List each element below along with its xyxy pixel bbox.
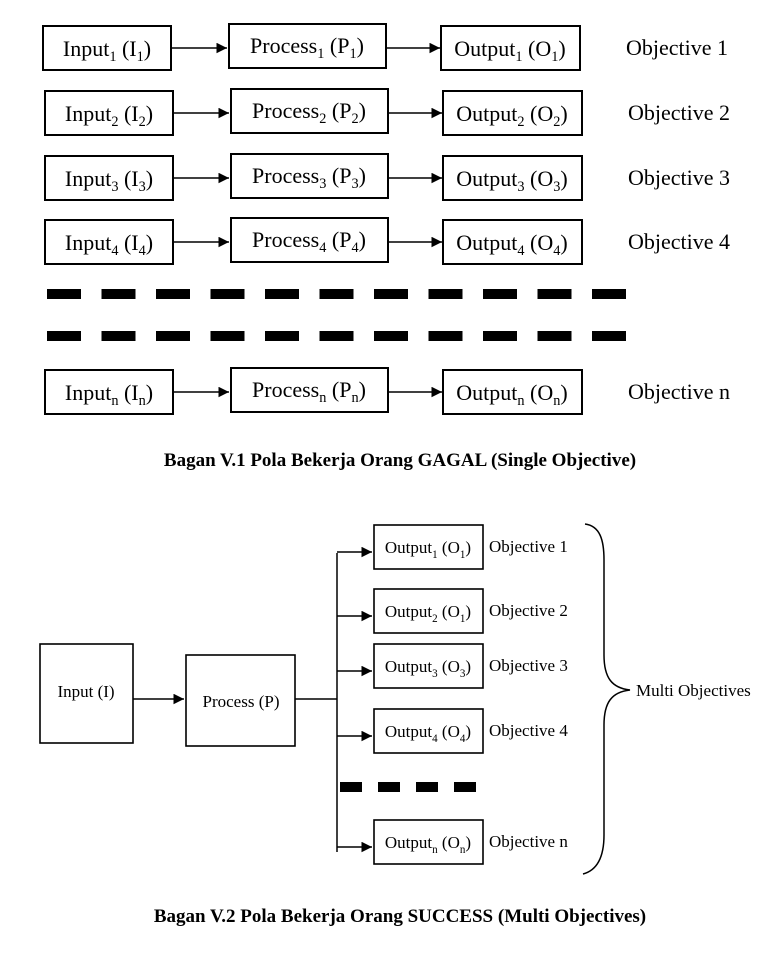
output-label: Output1 (O1) — [385, 538, 471, 561]
objectives-brace — [582, 523, 631, 875]
dashed-separator — [340, 782, 476, 792]
dash-mark — [416, 782, 438, 792]
output-label: Output2 (O2) — [456, 101, 567, 130]
output-box — [442, 369, 583, 415]
process-label: Process4 (P4) — [252, 227, 366, 256]
flow-row-3: Input3 (I3) Process3 (P3) Output3 (O3) Obje… — [44, 153, 730, 201]
input-label: Input1 (I1) — [63, 36, 151, 65]
dash-mark — [319, 331, 354, 341]
input-box — [39, 643, 134, 744]
dash-mark — [340, 782, 362, 792]
dash-mark — [592, 289, 626, 299]
dash-mark — [454, 782, 476, 792]
output-branch-n: Outputn (On) Objective n — [337, 819, 568, 865]
process-label: Process3 (P3) — [252, 163, 366, 192]
input-label: Input3 (I3) — [65, 166, 153, 195]
flow-row-2: Input2 (I2) Process2 (P2) Output2 (O2) Obje… — [44, 88, 730, 136]
dash-mark — [374, 289, 408, 299]
dash-mark — [101, 289, 136, 299]
output-branch-3: Output3 (O3) Objective 3 — [337, 643, 568, 689]
dash-mark — [210, 289, 245, 299]
output-branch-2: Output2 (O1) Objective 2 — [337, 588, 568, 634]
input-box — [44, 90, 174, 136]
output-label: Outputn (On) — [385, 833, 471, 856]
dash-mark — [156, 289, 190, 299]
dash-mark — [592, 331, 626, 341]
flow-row-4: Input4 (I4) Process4 (P4) Output4 (O4) Obje… — [44, 217, 730, 265]
objective-label: Objective 1 — [489, 537, 568, 556]
objective-label: Objective 2 — [628, 100, 730, 125]
output-branch-1: Output1 (O1) Objective 1 — [337, 524, 568, 570]
process-label: Processn (Pn) — [252, 377, 366, 406]
objective-label: Objective 4 — [628, 229, 730, 254]
dash-mark — [319, 289, 354, 299]
output-label: Outputn (On) — [456, 380, 567, 409]
output-label: Output3 (O3) — [385, 657, 471, 680]
process-box — [230, 217, 389, 263]
flow-row-1: Input1 (I1) Process1 (P1) Output1 (O1) Obje… — [42, 23, 728, 71]
diagram-multi-objectives: Input (I) Process (P) Output1 (O1) Objectiv… — [39, 523, 751, 927]
diagram-single-objective: Input1 (I1) Process1 (P1) Output1 (O1) Obje… — [42, 23, 730, 471]
input-label: Input2 (I2) — [65, 101, 153, 130]
dash-mark — [265, 331, 299, 341]
output-box — [373, 588, 484, 634]
input-box — [42, 25, 172, 71]
process-box — [228, 23, 387, 69]
output-box — [373, 819, 484, 865]
objective-label: Objective 3 — [489, 656, 568, 675]
dash-mark — [537, 289, 572, 299]
process-box — [230, 88, 389, 134]
objective-label: Objective 2 — [489, 601, 568, 620]
input-label: Input4 (I4) — [65, 230, 153, 259]
caption-diagram-1: Bagan V.1 Pola Bekerja Orang GAGAL (Sing… — [164, 450, 636, 471]
input-box — [44, 219, 174, 265]
output-label: Output3 (O3) — [456, 166, 567, 195]
dash-mark — [428, 331, 463, 341]
process-box — [185, 654, 296, 747]
dash-mark — [47, 331, 81, 341]
process-label: Process2 (P2) — [252, 98, 366, 127]
objective-label: Objective 1 — [626, 35, 728, 60]
process-label: Process1 (P1) — [250, 33, 364, 62]
dash-mark — [428, 289, 463, 299]
objective-label: Objective 4 — [489, 721, 568, 740]
output-box — [442, 90, 583, 136]
input-label: Input (I) — [57, 682, 114, 701]
output-label: Output4 (O4) — [456, 230, 567, 259]
caption-diagram-2: Bagan V.2 Pola Bekerja Orang SUCCESS (Mu… — [154, 906, 646, 927]
output-box — [440, 25, 581, 71]
input-box — [44, 369, 174, 415]
output-label: Output1 (O1) — [454, 36, 565, 65]
output-box — [373, 708, 484, 754]
process-label: Process (P) — [203, 692, 280, 711]
input-label: Inputn (In) — [65, 380, 153, 409]
dash-mark — [378, 782, 400, 792]
dash-mark — [156, 331, 190, 341]
dash-mark — [210, 331, 245, 341]
dash-mark — [483, 289, 517, 299]
multi-objectives-label: Multi Objectives — [636, 681, 751, 700]
output-label: Output2 (O1) — [385, 602, 471, 625]
objective-label: Objective 3 — [628, 165, 730, 190]
dashed-separator — [47, 289, 626, 299]
flow-row-n: Inputn (In) Processn (Pn) Outputn (On) Obje… — [44, 367, 730, 415]
dash-mark — [265, 289, 299, 299]
output-box — [442, 155, 583, 201]
objective-label: Objective n — [489, 832, 568, 851]
dash-mark — [101, 331, 136, 341]
dashed-separator — [47, 331, 626, 341]
process-box — [230, 367, 389, 413]
output-branch-4: Output4 (O4) Objective 4 — [337, 708, 568, 754]
dash-mark — [537, 331, 572, 341]
output-box — [373, 643, 484, 689]
output-box — [373, 524, 484, 570]
output-label: Output4 (O4) — [385, 722, 471, 745]
dash-mark — [483, 331, 517, 341]
dash-mark — [374, 331, 408, 341]
process-box — [230, 153, 389, 199]
objective-label: Objective n — [628, 379, 730, 404]
output-box — [442, 219, 583, 265]
dash-mark — [47, 289, 81, 299]
